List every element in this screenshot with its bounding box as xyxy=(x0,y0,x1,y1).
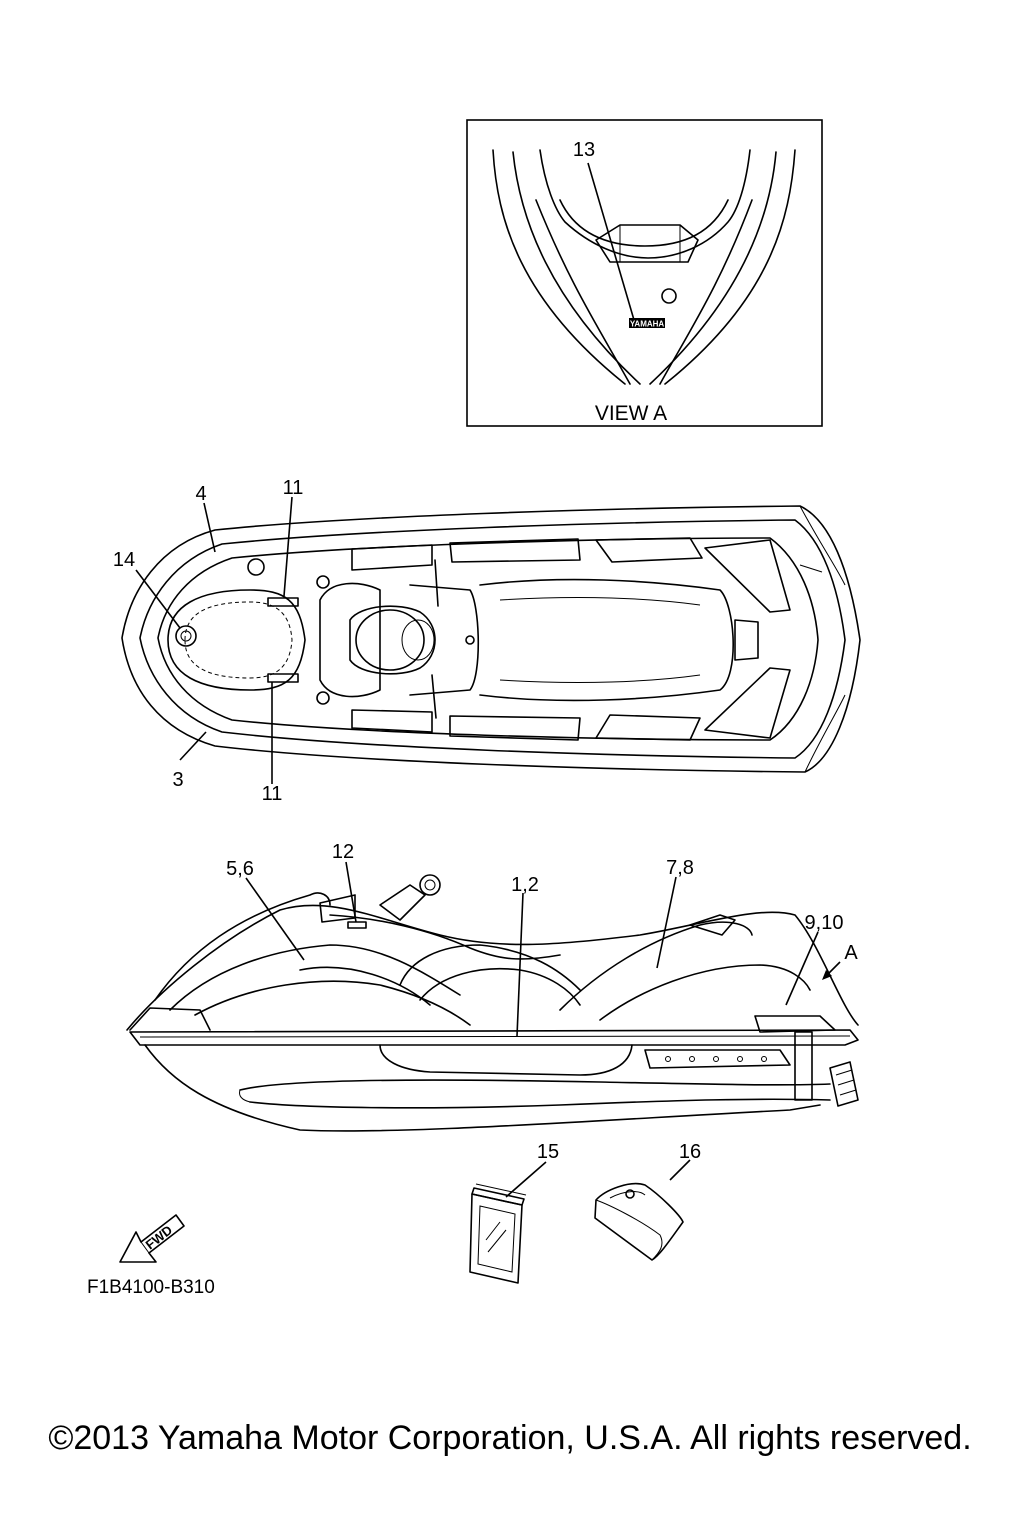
top-view: 4 11 14 3 11 xyxy=(113,477,861,805)
side-view: 5,6 12 1,2 7,8 9,10 A xyxy=(126,841,859,1132)
callout-12: 12 xyxy=(332,841,354,863)
callout-11-top: 11 xyxy=(283,477,304,499)
view-a-frame xyxy=(466,119,823,427)
accessory-15-pouch: 15 xyxy=(469,1141,559,1284)
view-a-panel: YAMAHA 13 VIEW A xyxy=(466,119,823,427)
view-a-hull-drawing: YAMAHA xyxy=(492,149,796,385)
callout-9-10: 9,10 xyxy=(805,912,844,934)
view-a-badge xyxy=(629,318,665,328)
callout-5-6: 5,6 xyxy=(226,858,254,880)
copyright-notice: ©2013 Yamaha Motor Corporation, U.S.A. A… xyxy=(48,1419,971,1457)
callout-16: 16 xyxy=(679,1141,701,1163)
side-view-hull xyxy=(126,874,859,1132)
fwd-arrow-icon: FWD xyxy=(119,1214,185,1263)
callout-14: 14 xyxy=(113,549,135,571)
view-a-caption: VIEW A xyxy=(595,402,667,425)
callout-7-8: 7,8 xyxy=(666,857,694,879)
view-a-badge-text: YAMAHA xyxy=(630,320,665,329)
callout-4: 4 xyxy=(195,483,206,505)
callout-1-2: 1,2 xyxy=(511,874,539,896)
top-view-hull xyxy=(121,505,861,773)
callout-13: 13 xyxy=(573,139,595,161)
callout-11-bottom: 11 xyxy=(262,783,283,805)
fwd-label: FWD xyxy=(143,1222,176,1252)
callout-a: A xyxy=(844,942,858,964)
callout-3: 3 xyxy=(172,769,183,791)
accessory-16-pouch: 16 xyxy=(594,1141,701,1261)
callout-15: 15 xyxy=(537,1141,559,1163)
figure-code: F1B4100-B310 xyxy=(87,1277,215,1298)
